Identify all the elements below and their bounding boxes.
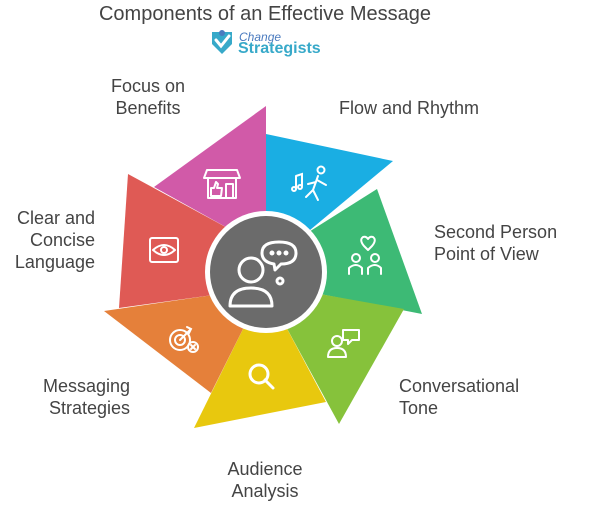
discussion-person-icon <box>228 240 298 308</box>
two-people-heart-icon <box>348 235 382 275</box>
segment-clear-and-concise-language <box>119 174 233 308</box>
segment-focus-on-benefits <box>154 106 266 231</box>
segment-flow-and-rhythm <box>266 134 393 235</box>
logo-text-small: Change <box>239 30 282 44</box>
segment-messaging-strategies <box>104 295 246 393</box>
center-hub <box>210 216 322 328</box>
segment-second-person-point-of-view <box>304 189 422 314</box>
target-arrow-icon <box>169 326 199 353</box>
segment-conversational-tone <box>284 294 404 424</box>
logo-icon <box>212 30 232 54</box>
magnifier-icon <box>248 363 275 390</box>
segment-audience-analysis <box>194 323 326 428</box>
label-flow-and-rhythm: Flow and Rhythm <box>339 98 480 118</box>
dancer-music-icon <box>291 165 327 201</box>
eye-focus-icon <box>149 237 179 263</box>
storefront-thumbs-up-icon <box>203 169 241 199</box>
diagram-title: Components of an Effective Message <box>98 3 432 25</box>
person-speech-bubble-icon <box>327 329 360 358</box>
logo-text-big: Strategists <box>238 40 321 57</box>
